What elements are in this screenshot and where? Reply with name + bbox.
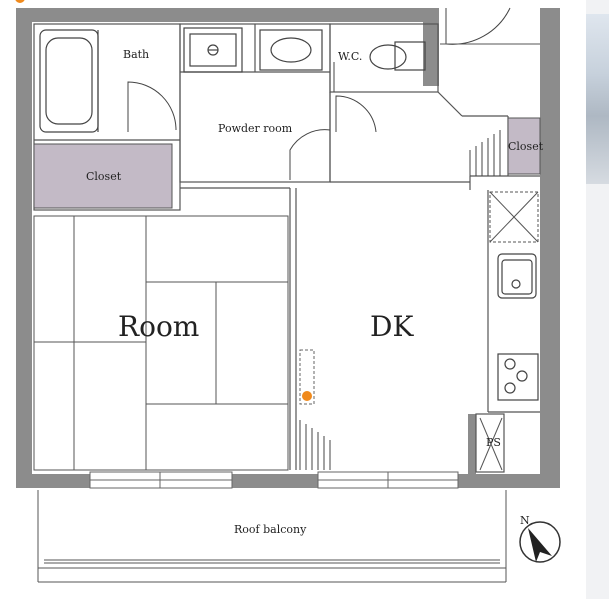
dk-label: DK bbox=[370, 310, 414, 343]
bathtub-icon bbox=[39, 29, 99, 133]
windows bbox=[89, 471, 459, 489]
wc-door-swing bbox=[335, 95, 377, 133]
room-label: Room bbox=[118, 310, 199, 343]
washer-pan-icon bbox=[183, 27, 243, 73]
compass-icon: N bbox=[519, 514, 561, 563]
floor-plan: Bath Powder room W.C. Closet Closet Room… bbox=[15, 0, 561, 583]
outer-walls bbox=[16, 8, 560, 488]
bath-door-swing bbox=[127, 81, 177, 132]
step-lines bbox=[469, 130, 501, 176]
closet-right-label: Closet bbox=[508, 140, 544, 153]
roof-balcony bbox=[37, 490, 507, 583]
dashed-cabinet bbox=[299, 349, 315, 405]
wc-label: W.C. bbox=[338, 50, 362, 63]
powder-room-label: Powder room bbox=[218, 122, 293, 135]
entrance-door-swing bbox=[445, 7, 511, 45]
closet-right-fill bbox=[507, 117, 541, 175]
interior-walls bbox=[33, 23, 540, 473]
closet-left-fill bbox=[33, 143, 173, 209]
side-photo-thumbnail bbox=[586, 14, 609, 184]
ps-label: PS bbox=[486, 436, 501, 449]
storage-x-box bbox=[489, 191, 539, 243]
toilet-icon bbox=[369, 41, 426, 71]
compass-north-label: N bbox=[520, 514, 530, 527]
sink-icon bbox=[259, 29, 323, 71]
location-marker bbox=[302, 391, 312, 401]
closet-left-label: Closet bbox=[86, 170, 122, 183]
header-marker bbox=[15, 0, 25, 3]
ps-x-box bbox=[479, 417, 503, 471]
stove-icon bbox=[497, 353, 539, 401]
kitchen-sink-icon bbox=[497, 253, 537, 299]
roof-balcony-label: Roof balcony bbox=[234, 523, 307, 536]
tatami-grid bbox=[33, 215, 289, 471]
dk-step-lines bbox=[299, 420, 331, 470]
powder-door-swing bbox=[289, 129, 331, 180]
bath-label: Bath bbox=[123, 48, 149, 61]
